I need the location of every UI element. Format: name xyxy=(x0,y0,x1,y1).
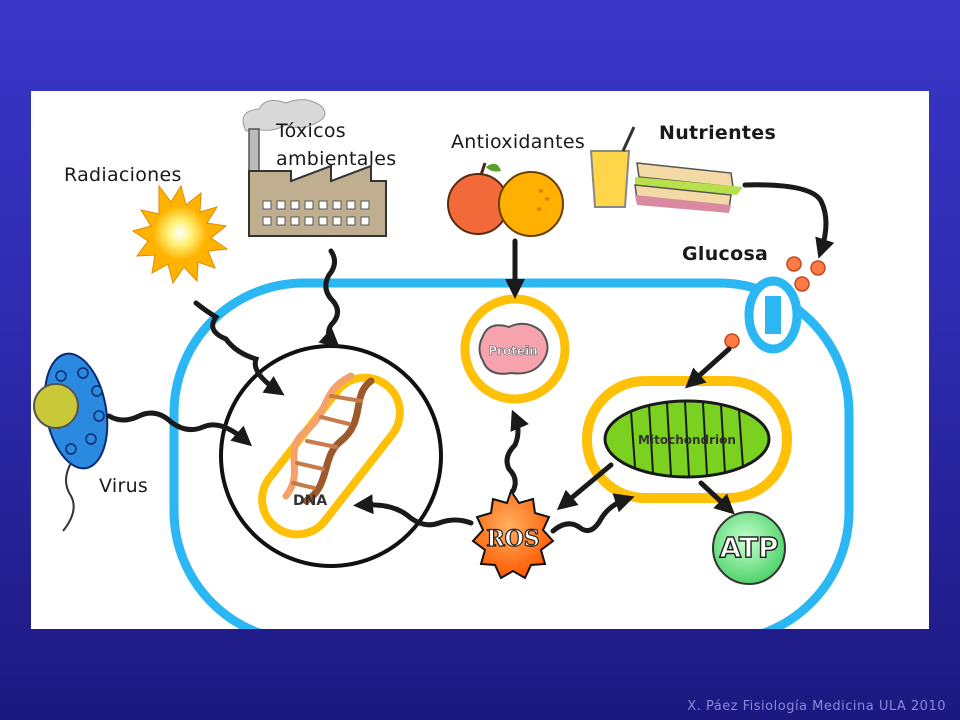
arrow-ros-mito xyxy=(550,493,635,534)
arrow-nutrients-glucose xyxy=(742,182,835,259)
fruit-icon xyxy=(447,162,564,237)
atp-label: ATP xyxy=(719,531,778,564)
virus-label: Virus xyxy=(99,475,149,497)
footer-credit: X. Páez Fisiología Medicina ULA 2010 xyxy=(687,699,946,714)
sandwich-icon xyxy=(634,162,743,213)
factory-icon xyxy=(242,99,387,237)
atp-circle xyxy=(712,511,786,585)
glucose-transporter xyxy=(744,276,802,354)
diagram-panel: Protein Mitochondrion DNA ROS ATP Tóxico… xyxy=(31,91,929,629)
arrow-glucose-mito xyxy=(685,346,732,389)
arrows xyxy=(106,182,835,534)
toxicos-label-line1: Tóxicos xyxy=(276,120,347,142)
arrow-mito-atp xyxy=(698,480,735,515)
arrow-ros-protein xyxy=(504,409,529,494)
arrow-radiation-dna xyxy=(193,300,285,396)
arrow-toxics-dna xyxy=(318,248,340,349)
sun-icon xyxy=(131,184,229,285)
mitochondrion-cristae xyxy=(630,401,744,477)
radiaciones-label: Radiaciones xyxy=(64,164,182,186)
antioxidantes-label: Antioxidantes xyxy=(451,131,586,153)
juice-icon xyxy=(589,126,636,208)
arrow-virus-dna xyxy=(106,410,253,447)
dna-helix xyxy=(282,372,375,505)
arrow-mito-ros xyxy=(556,462,614,511)
protein-blob xyxy=(478,322,549,375)
arrow-ros-dna xyxy=(353,494,474,528)
toxicos-label-line2: ambientales xyxy=(276,148,397,170)
ros-star xyxy=(471,488,555,580)
nutrientes-label: Nutrientes xyxy=(659,122,777,144)
mitochondrion-label: Mitochondrion xyxy=(638,433,736,447)
cell-diagram: Protein Mitochondrion DNA ROS ATP xyxy=(33,99,854,629)
glucose-molecules xyxy=(724,256,826,349)
ros-label: ROS xyxy=(486,526,539,552)
protein-label: Protein xyxy=(488,344,538,358)
virus-icon xyxy=(33,352,109,532)
dna-label: DNA xyxy=(293,493,327,509)
glucosa-label: Glucosa xyxy=(682,243,769,265)
